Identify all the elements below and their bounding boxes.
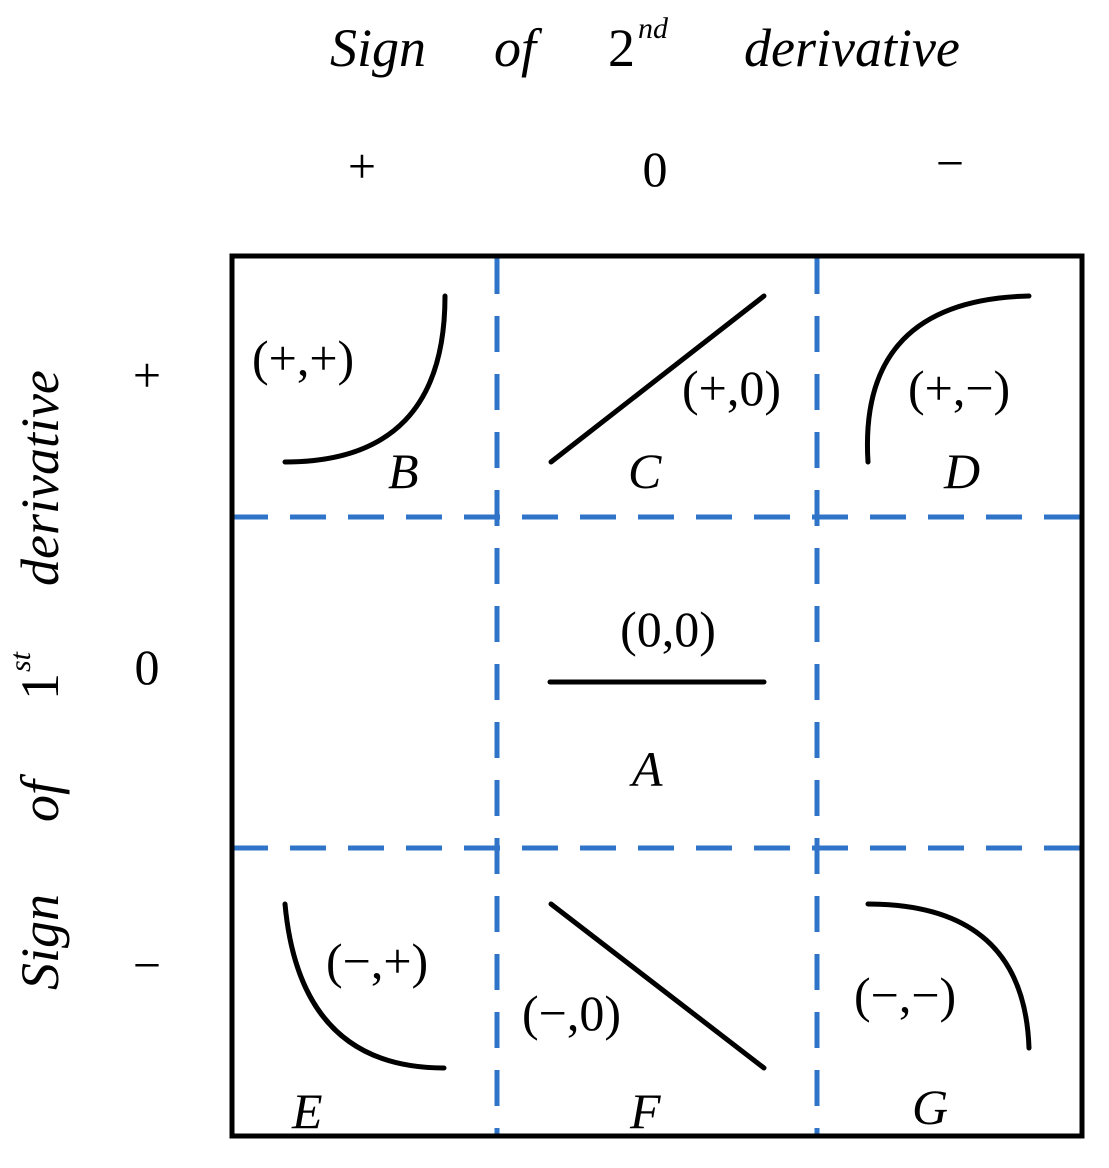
row-sign-positive: + [133, 347, 161, 403]
row-signs: + 0 − [133, 347, 161, 993]
column-sign-negative: − [936, 135, 964, 191]
cell-G-pair: (−,−) [854, 967, 956, 1023]
side-title-derivative: derivative [10, 370, 70, 586]
curve-decreasing-concave [865, 901, 1032, 1051]
cell-B-pair: (+,+) [252, 330, 354, 386]
grid-dividers [232, 258, 1082, 1136]
cell-G-label: G [912, 1079, 948, 1135]
line-increasing [548, 293, 767, 465]
top-title-of: of [494, 18, 543, 78]
column-sign-positive: + [348, 138, 376, 194]
cell-F-label: F [629, 1083, 661, 1139]
cell-D: (+,−) D [864, 293, 1032, 499]
cell-F: (−,0) F [522, 901, 767, 1139]
cell-C-pair: (+,0) [682, 360, 781, 416]
cell-C-label: C [628, 443, 662, 499]
cell-F-pair: (−,0) [522, 985, 621, 1041]
row-sign-zero: 0 [135, 639, 160, 695]
curve-decreasing-convex [282, 901, 447, 1071]
side-title-of: of [10, 773, 70, 822]
top-title-sign: Sign [330, 18, 426, 78]
outer-frame [229, 253, 1085, 1139]
curve-increasing-convex [282, 293, 448, 465]
cell-D-label: D [943, 443, 980, 499]
cell-E: (−,+) E [282, 901, 447, 1139]
top-title-ordinal-suffix: nd [638, 12, 669, 45]
column-signs: + 0 − [348, 135, 964, 197]
side-title: Sign of 1 st derivative [4, 370, 70, 990]
side-title-sign: Sign [10, 894, 70, 990]
cell-G: (−,−) G [854, 901, 1032, 1135]
top-title: Sign of 2 nd derivative [330, 12, 960, 78]
cell-B-label: B [388, 443, 419, 499]
line-decreasing [548, 901, 767, 1071]
top-title-ordinal: 2 [608, 18, 635, 78]
cell-D-pair: (+,−) [908, 360, 1010, 416]
side-title-ordinal-suffix: st [4, 651, 37, 672]
cell-E-label: E [291, 1083, 323, 1139]
top-title-derivative: derivative [744, 18, 960, 78]
cell-B: (+,+) B [252, 293, 448, 499]
curve-increasing-concave [864, 293, 1032, 465]
side-title-ordinal: 1 [10, 673, 70, 700]
cell-A: (0,0) A [547, 601, 767, 797]
column-sign-zero: 0 [643, 141, 668, 197]
cell-A-label: A [629, 741, 663, 797]
cell-E-pair: (−,+) [326, 933, 428, 989]
row-sign-negative: − [133, 937, 161, 993]
cell-A-pair: (0,0) [620, 601, 716, 657]
cell-C: (+,0) C [548, 293, 781, 499]
